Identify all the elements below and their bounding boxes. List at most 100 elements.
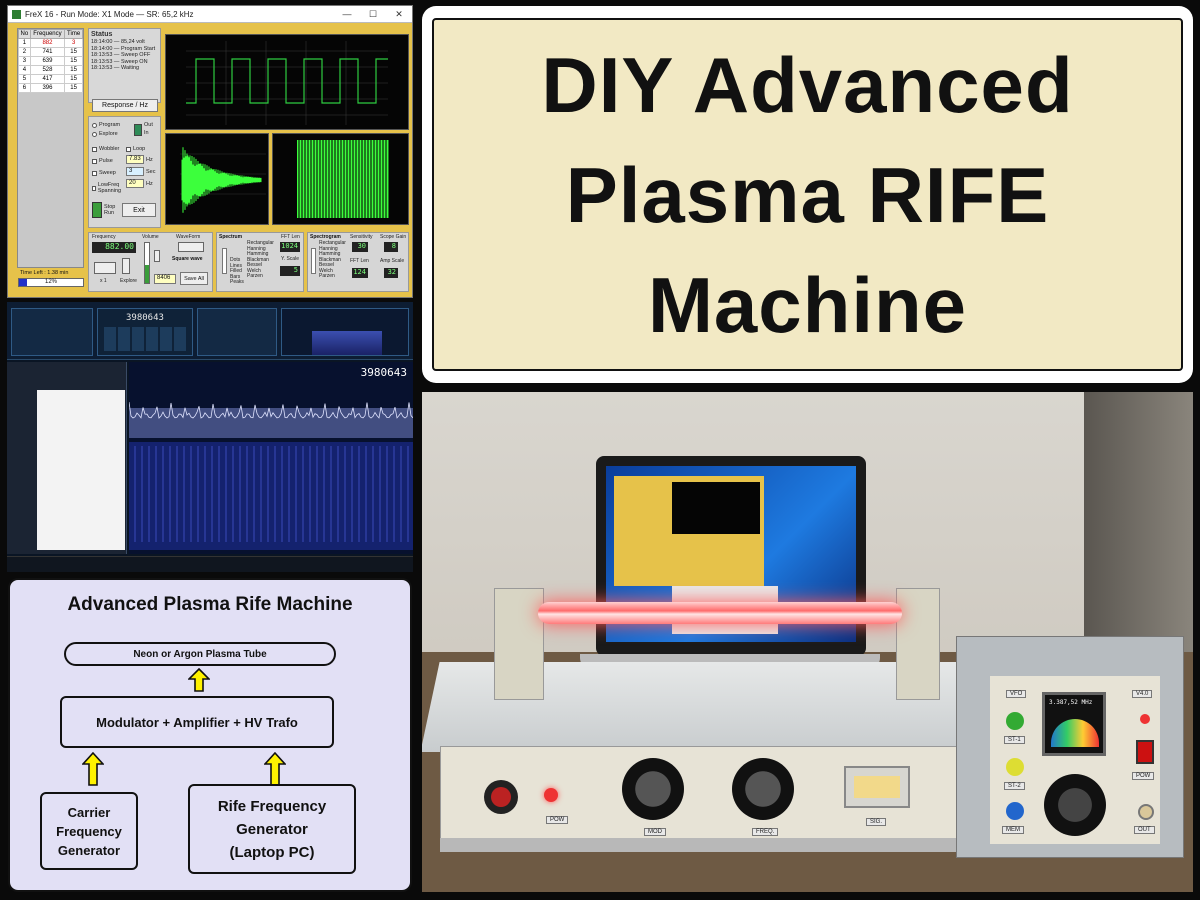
sdr-software-screenshot: 3980643 3980643: [7, 302, 413, 572]
spectrogram-fft-readout[interactable]: 124: [352, 268, 368, 278]
status-line: 18:13:53 — Sweep ON: [91, 58, 148, 65]
loop-checkbox[interactable]: Loop: [126, 146, 145, 152]
out-connector: [1138, 804, 1154, 820]
sdr-side-panel: [7, 362, 127, 554]
mod-label: MOD: [644, 828, 666, 836]
power-switch[interactable]: [484, 780, 518, 814]
arrow-up-icon: [264, 752, 286, 786]
rife-line: Rife Frequency: [217, 797, 327, 815]
minimize-icon[interactable]: —: [342, 9, 352, 19]
mem-button[interactable]: [1006, 802, 1024, 820]
volume-slider[interactable]: [144, 242, 150, 284]
spectrum-trace: [180, 147, 266, 213]
loop-label: Loop: [133, 146, 146, 152]
vfo-label: VFO: [1006, 690, 1027, 698]
progress-bar: 12%: [18, 278, 84, 287]
chassis-base: [440, 838, 980, 852]
sweep-input[interactable]: 3: [126, 167, 144, 176]
multiplier-label: x 1: [100, 278, 107, 284]
program-label: Program: [99, 122, 121, 128]
pulse-label: Pulse: [99, 158, 113, 164]
spectrum-fft-readout[interactable]: 1024: [280, 242, 300, 252]
spectrum-option: Dots: [230, 257, 241, 263]
volume-spinner[interactable]: [154, 250, 160, 262]
cell-time: 15: [64, 65, 83, 75]
vfo-display: 3.387,52 MHz: [1042, 692, 1106, 756]
spectrogram-fft-label: FFT Len: [350, 258, 369, 264]
cell-time: 15: [64, 56, 83, 66]
status-line: 18:14:00 — 85,24 volt: [91, 39, 145, 45]
sweep-label: Sweep: [99, 170, 116, 176]
spectrogram-window-slider[interactable]: [311, 248, 316, 274]
cell-no: 1: [18, 38, 31, 48]
cell-frequency: 639: [29, 56, 66, 66]
vfo-power-switch[interactable]: [1136, 740, 1154, 764]
cell-no: 3: [18, 56, 31, 66]
spectrum-option: Lines: [230, 262, 242, 269]
exit-button[interactable]: Exit: [122, 203, 156, 217]
st1-button[interactable]: [1006, 712, 1024, 730]
program-radio[interactable]: Program: [92, 122, 120, 128]
spectrum-option: Bars: [230, 273, 241, 280]
spectrum-label: Spectrum: [219, 234, 243, 240]
lowfreq-checkbox[interactable]: LowFreq Spanning: [92, 182, 126, 194]
explore-radio[interactable]: Explore: [92, 131, 118, 137]
waveform-label: WaveForm: [176, 234, 201, 240]
amp-scale-readout[interactable]: 32: [384, 268, 398, 278]
waveform-value[interactable]: 8406: [154, 274, 176, 284]
stop-run-label: Stop Run: [104, 204, 116, 216]
sdr-spectrum-trace: [128, 401, 413, 550]
waveform-selector[interactable]: [178, 242, 204, 252]
mem-label: MEM: [1002, 826, 1024, 834]
sdr-panel-a: [11, 308, 93, 356]
response-button[interactable]: Response / Hz: [92, 99, 158, 112]
yscale-readout[interactable]: 5: [280, 266, 300, 276]
signal-meter: [844, 766, 910, 808]
spectrum-style-slider[interactable]: [222, 248, 227, 274]
vfo-tuning-knob[interactable]: [1044, 774, 1106, 836]
rife-line: Generator: [236, 820, 308, 838]
cell-no: 5: [18, 74, 31, 84]
freq-knob[interactable]: [732, 758, 794, 820]
pulse-checkbox[interactable]: Pulse: [92, 158, 113, 164]
st2-button[interactable]: [1006, 758, 1024, 776]
frequency-generator-window: FreX 16 - Run Mode: X1 Mode — SR: 65,2 k…: [7, 5, 413, 298]
close-icon[interactable]: ✕: [395, 8, 403, 19]
save-all-button[interactable]: Save All: [180, 272, 208, 285]
progress-fill: [19, 279, 27, 286]
in-label: In: [144, 130, 149, 136]
sensitivity-readout[interactable]: 30: [352, 242, 368, 252]
laptop-app-window: [614, 476, 764, 586]
mod-knob[interactable]: [622, 758, 684, 820]
frequency-slider[interactable]: [94, 262, 116, 274]
wobbler-checkbox[interactable]: Wobbler: [92, 146, 119, 152]
right-tube-support: [896, 588, 940, 700]
sdr-top-toolbar: 3980643: [7, 302, 413, 360]
status-panel: Status 18:14:00 — 85,24 volt 18:14:00 — …: [88, 28, 161, 103]
lowfreq-input[interactable]: 20: [126, 179, 144, 188]
cell-frequency: 396: [29, 83, 66, 93]
status-line: 18:14:00 — Program Start: [91, 45, 156, 52]
pulse-input[interactable]: 7.83: [126, 155, 144, 164]
lowfreq-label: LowFreq Spanning: [97, 182, 122, 194]
out-toggle[interactable]: [134, 124, 142, 136]
plasma-tube: [538, 602, 902, 624]
maximize-icon[interactable]: ☐: [368, 8, 378, 19]
run-toggle[interactable]: [92, 202, 102, 218]
scope-gain-readout[interactable]: 8: [384, 242, 398, 252]
carrier-line: Carrier: [67, 804, 111, 820]
st1-label: ST-1: [1004, 736, 1025, 744]
explore-small-label: Explore: [120, 278, 137, 284]
explore-spinner[interactable]: [122, 258, 130, 274]
sdr-panel-b: [197, 308, 277, 356]
sweep-checkbox[interactable]: Sweep: [92, 170, 116, 176]
pow-label: POW: [546, 816, 569, 824]
